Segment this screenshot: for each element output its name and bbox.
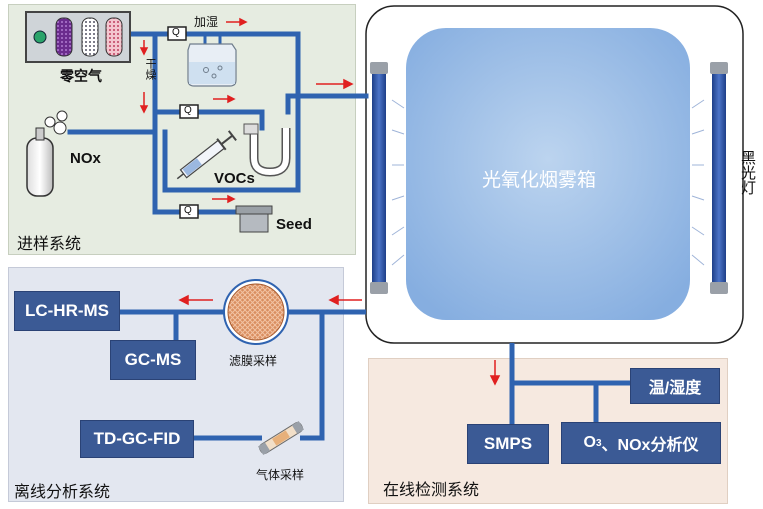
filter-sampling-label: 滤膜采样 bbox=[229, 354, 278, 368]
nox-gas-cylinder bbox=[26, 110, 68, 197]
nox-label: NOx bbox=[70, 150, 101, 167]
u-tube bbox=[243, 123, 291, 177]
syringe-icon bbox=[176, 130, 237, 180]
o3-subscript: 3 bbox=[595, 437, 602, 449]
humidifier-bottle bbox=[187, 43, 237, 87]
filter-sampler bbox=[223, 279, 289, 345]
flow-meter-label: Q bbox=[184, 205, 192, 216]
zero-air-generator bbox=[25, 11, 131, 63]
light-rays-left bbox=[391, 99, 405, 266]
flow-arrows bbox=[139, 17, 501, 386]
black-light-lamp-right bbox=[710, 62, 728, 294]
dry-label: 干燥 bbox=[144, 58, 156, 80]
black-light-lamp-left bbox=[370, 62, 388, 294]
vocs-label: VOCs bbox=[214, 170, 255, 187]
td-gc-fid-box: TD-GC-FID bbox=[80, 420, 194, 458]
chamber-label: 光氧化烟雾箱 bbox=[482, 170, 597, 191]
light-rays-right bbox=[691, 99, 705, 266]
zero-air-label: 零空气 bbox=[60, 68, 102, 84]
smog-chamber bbox=[365, 5, 744, 344]
offline-panel-title: 离线分析系统 bbox=[14, 484, 111, 501]
smps-box: SMPS bbox=[467, 424, 549, 464]
flow-meter-icon bbox=[167, 26, 187, 41]
intake-panel-title: 进样系统 bbox=[17, 236, 82, 253]
flow-meter-icon bbox=[179, 204, 199, 219]
black-light-label: 黑光灯 bbox=[739, 150, 756, 195]
flow-meter-icon bbox=[179, 104, 199, 119]
humidify-label: 加湿 bbox=[194, 15, 219, 29]
online-panel-title: 在线检测系统 bbox=[383, 482, 480, 499]
flow-meter-label: Q bbox=[172, 27, 180, 38]
lc-hr-ms-box: LC-HR-MS bbox=[14, 291, 120, 331]
nox-analyzer-label: 、NOx分析仪 bbox=[601, 437, 699, 454]
gas-sampling-label: 气体采样 bbox=[256, 468, 305, 482]
chamber-bag bbox=[406, 28, 690, 320]
flow-meter-label: Q bbox=[184, 105, 192, 116]
o3-label: O bbox=[583, 434, 596, 451]
temp-humidity-box: 温/湿度 bbox=[630, 368, 720, 404]
online-pipes bbox=[509, 343, 630, 428]
seed-generator bbox=[235, 205, 273, 233]
gas-sampling-tube bbox=[257, 421, 305, 455]
seed-label: Seed bbox=[276, 216, 312, 233]
gc-ms-box: GC-MS bbox=[110, 340, 196, 380]
